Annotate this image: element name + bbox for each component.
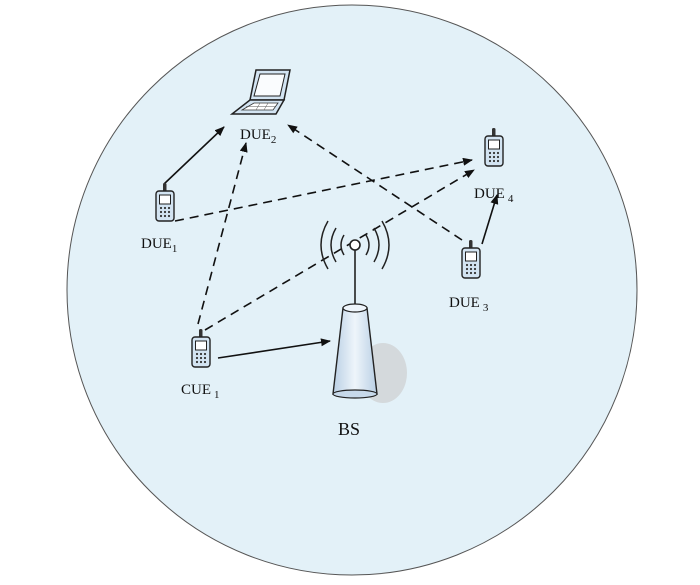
cell-coverage-area — [66, 4, 638, 576]
due4-label-subscript: 4 — [508, 193, 514, 205]
due3-label-base: DUE — [449, 295, 480, 311]
link-cue1-to-bs — [217, 338, 331, 359]
due1-label: DUE1 — [141, 236, 177, 255]
due2-label-subscript: 2 — [271, 134, 277, 146]
link-cue1-to-due2 — [197, 142, 248, 325]
due3-label-subscript: 3 — [483, 302, 489, 314]
due2-label-base: DUE — [240, 127, 271, 143]
due1-label-base: DUE — [141, 236, 172, 252]
link-due1-to-due2 — [163, 126, 225, 185]
links-layer — [163, 124, 499, 359]
cue1-label-subscript: 1 — [214, 389, 220, 401]
device-due1[interactable]: DUE1 — [141, 182, 177, 255]
bs-label: BS — [338, 419, 360, 439]
cue1-label-base: CUE — [181, 382, 211, 398]
link-due3-to-due2 — [287, 124, 463, 241]
due2-label: DUE2 — [240, 127, 276, 146]
due4-label-base: DUE — [474, 186, 505, 202]
laptop-icon — [229, 69, 291, 115]
due1-label-subscript: 1 — [172, 243, 178, 255]
link-due1-to-due4 — [174, 157, 473, 222]
link-due3-to-due4 — [481, 194, 499, 245]
device-due2[interactable]: DUE2 — [229, 69, 291, 146]
link-cue1-to-due4 — [204, 169, 475, 331]
base-station-tower-icon — [320, 220, 390, 399]
base-station[interactable]: BS — [320, 220, 407, 439]
